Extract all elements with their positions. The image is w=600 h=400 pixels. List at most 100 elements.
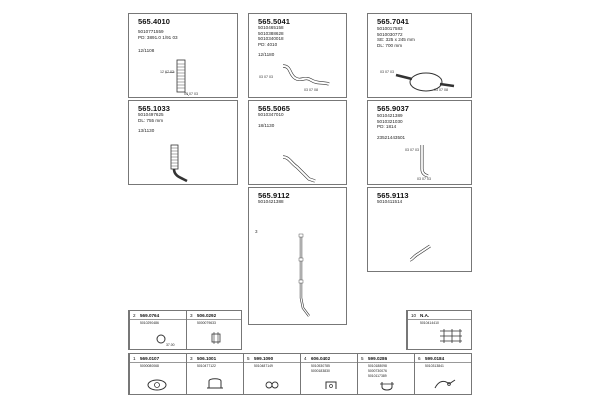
part-info-line: 5010497625 (138, 112, 164, 117)
rubber-hanger-icon (265, 381, 279, 389)
callout-label: 12 67 03 (160, 70, 174, 74)
part-info-line: SE: 325 x 245 mm (377, 37, 415, 42)
callout-label: 03 07 03 (380, 70, 394, 74)
part-info-line: 5000080068 (140, 364, 159, 368)
part-info-line: 5010477122 (197, 364, 216, 368)
part-number: 565.1033 (138, 104, 171, 113)
item-number: 3 (190, 356, 193, 361)
accessory-cell[interactable]: 10 N.A. 5010414410 (407, 311, 473, 349)
gasket-icon (156, 334, 166, 344)
accessory-cell[interactable]: 6 599.0184 5010313841 (414, 354, 473, 394)
part-info-line: 5010421388 (258, 199, 284, 204)
part-info-line: DL: 755 mm (138, 117, 164, 123)
part-info-line: 5010487149 (254, 364, 273, 368)
callout-label: 03 07 08 (304, 88, 318, 92)
part-number: 506.0292 (197, 313, 217, 318)
part-info-line: 13/1130 (138, 128, 155, 133)
part-card-565-1033[interactable]: 565.1033 5010497625 DL: 755 mm 13/1130 (128, 100, 238, 185)
part-info-line: 5010771559 (138, 29, 164, 34)
part-number: N.A. (420, 313, 430, 318)
part-card-565-9112[interactable]: 565.9112 5010421388 3 (248, 187, 347, 325)
part-info-line: 5000079633 (197, 321, 216, 325)
part-info-line: 5010313841 (425, 364, 444, 368)
part-number: 569.0764 (140, 313, 160, 318)
part-number: 565.7041 (377, 17, 410, 26)
part-card-565-5041[interactable]: 565.5041 5010465158 5010388628 501034001… (248, 13, 347, 98)
callout-label: 3 (255, 229, 258, 234)
part-info-line: DL: 700 mm (377, 42, 403, 48)
part-number: 599.0286 (368, 356, 388, 361)
item-number: 5 (247, 356, 250, 361)
part-card-565-4010[interactable]: 565.4010 5010771559 PD: 3891.0 1/91 03 1… (128, 13, 238, 98)
accessory-cell[interactable]: 5 599.1090 5010487149 (243, 354, 300, 394)
item-number: 1 (133, 356, 136, 361)
part-info-line: PD: 1814 (377, 124, 397, 129)
curved-pipe-drawing (282, 64, 330, 86)
accessory-cell[interactable]: 5 599.0286 5010188098 5000730076 5010117… (357, 354, 414, 394)
part-info-line: 5010347010 (258, 112, 284, 117)
part-info-line: 5010411514 (377, 199, 403, 204)
part-number: 565.9112 (258, 191, 290, 200)
part-card-565-9113[interactable]: 565.9113 5010411514 (367, 187, 472, 272)
callout-label: 03 07 08 (434, 88, 448, 92)
callout-label: 03 07 03 (405, 148, 419, 152)
part-info-line: 5010465158 (258, 25, 284, 30)
part-info-line: 5010017583 (377, 26, 403, 31)
part-number: 606.0402 (311, 356, 331, 361)
part-number: 565.5065 (258, 104, 291, 113)
clamp-icon (207, 378, 223, 389)
flexible-pipe-drawing (164, 59, 190, 97)
item-number: 5 (361, 356, 364, 361)
u-clamp-icon (380, 382, 394, 391)
part-card-565-7041[interactable]: 565.7041 5010017583 5010030772 SE: 325 x… (367, 13, 472, 98)
item-number: 4 (304, 356, 307, 361)
part-info-line: 5010388628 (258, 30, 284, 36)
front-pipe-flex-drawing (170, 144, 188, 183)
callout-label: 03 07 03 (417, 177, 431, 181)
callout-label: 03 07 03 (259, 75, 273, 79)
part-info-line: 5010530785 (311, 364, 330, 368)
part-card-565-9037[interactable]: 565.9037 5010421389 5010321030 PD: 1814 … (367, 100, 472, 185)
callout-label: 37.00 (166, 343, 175, 347)
part-number: 506.1001 (197, 356, 217, 361)
strip-header-row (129, 311, 241, 320)
part-info-line: 12/1108 (138, 48, 155, 53)
part-number: 565.4010 (138, 17, 171, 26)
part-info-line: PD: 4010 (258, 41, 278, 47)
accessory-cell[interactable]: 3 506.1001 5010477122 (186, 354, 243, 394)
part-info-line: PD: 3891.0 1/91 03 (138, 35, 178, 40)
fitting-kit-icon (434, 379, 456, 389)
long-pipe-drawing (298, 233, 310, 317)
part-info-line: 23521443501 (377, 135, 406, 140)
center-pipe-drawing (282, 155, 316, 183)
hanger-set-icon (440, 329, 462, 343)
accessory-strip: 2 569.0764 5010290486 37.00 3 506.0292 5… (128, 310, 242, 350)
item-number: 3 (190, 313, 193, 318)
accessory-cell[interactable]: 2 569.0764 5010290486 37.00 (129, 311, 186, 349)
part-info-line: 5010414410 (420, 321, 439, 325)
part-card-565-5065[interactable]: 565.5065 5010347010 18/1130 (248, 100, 347, 185)
accessory-strip: 1 569.0107 5000080068 3 506.1001 5010477… (128, 353, 472, 395)
part-info-line: 5010340018 (258, 36, 284, 41)
part-info-line: 5010030772 (377, 31, 403, 37)
part-info-line: 12/1180 (258, 52, 275, 57)
part-info-line: 5010321030 (377, 118, 403, 124)
part-number: 565.9037 (377, 104, 410, 113)
part-info-line: 5000730076 (368, 369, 387, 373)
part-number: 599.0184 (425, 356, 445, 361)
item-number: 10 (411, 313, 417, 318)
part-info-line: 5000183830 (311, 369, 330, 373)
strip-header-row (407, 311, 471, 320)
mounting-bracket-icon (325, 381, 337, 389)
accessory-cell[interactable]: 3 506.0292 5000079633 (186, 311, 243, 349)
callout-label: 03 07 03 (184, 92, 198, 96)
part-info-line: 5010421389 (377, 113, 403, 118)
part-info-line: 5010290486 (140, 321, 159, 325)
accessory-cell[interactable]: 1 569.0107 5000080068 (129, 354, 186, 394)
item-number: 2 (133, 313, 136, 318)
part-number: 599.1090 (254, 356, 274, 361)
part-info-line: 18/1130 (258, 123, 275, 128)
accessory-cell[interactable]: 4 606.0402 5010530785 5000183830 (300, 354, 357, 394)
flange-gasket-icon (147, 379, 167, 391)
part-info-line: 5010117389 (368, 374, 387, 378)
